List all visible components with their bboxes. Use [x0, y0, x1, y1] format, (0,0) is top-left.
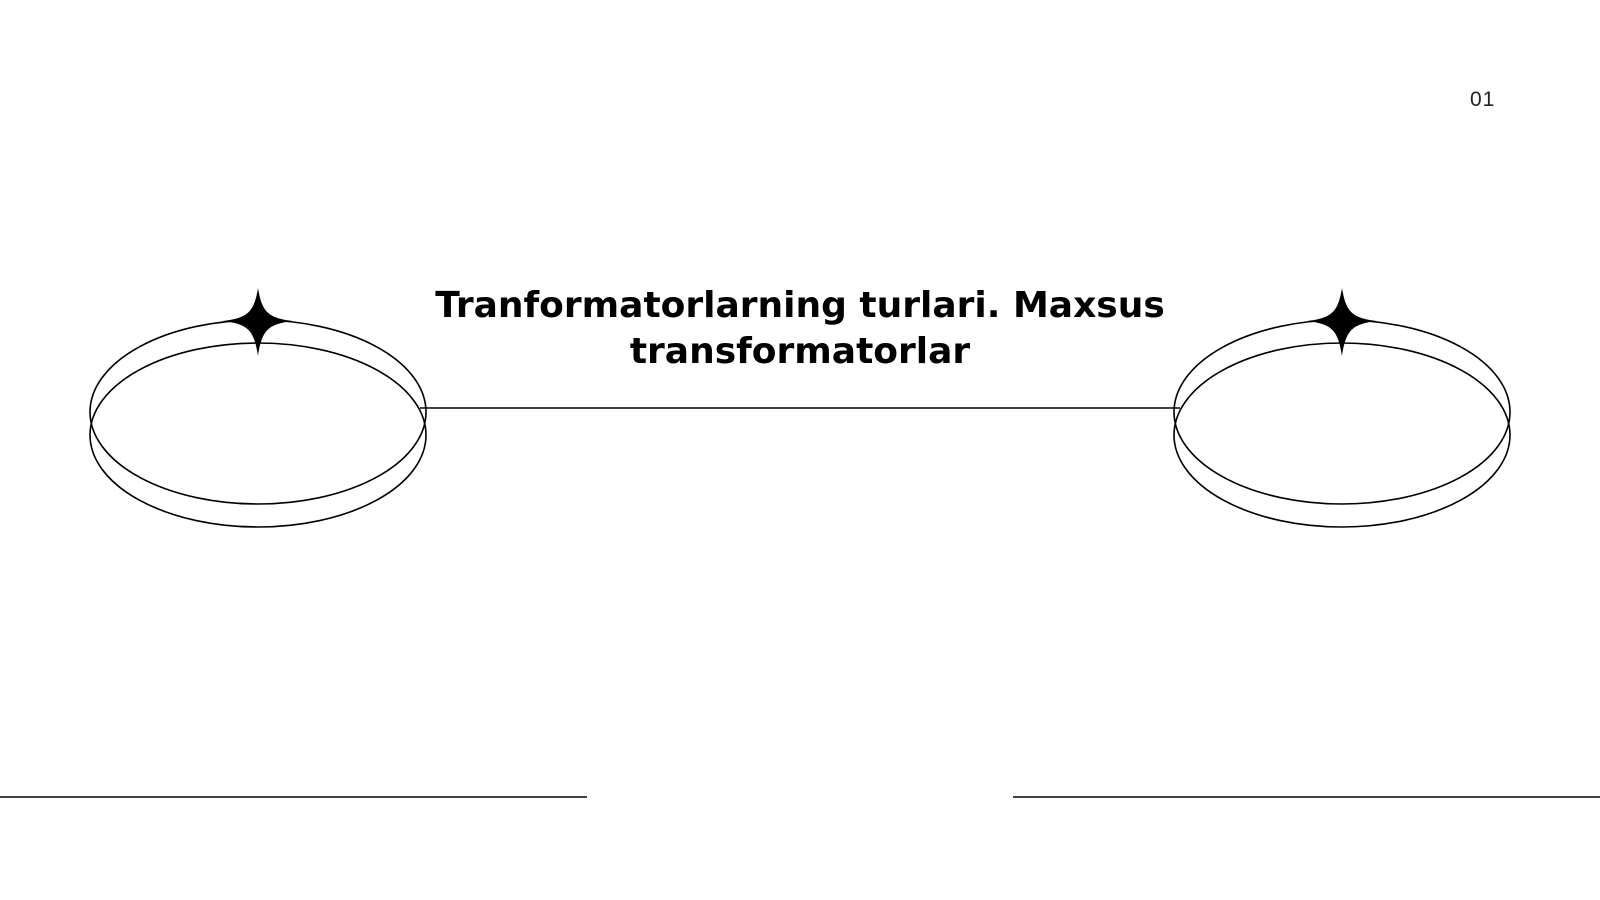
right-ring-emblem	[1173, 288, 1511, 528]
right-ring-inner	[1173, 342, 1511, 528]
left-ring-inner	[89, 342, 427, 528]
slide-title: Tranformatorlarning turlari. Maxsus tran…	[435, 285, 1165, 372]
left-ring-emblem	[89, 288, 427, 528]
left-star-icon	[223, 288, 293, 356]
page-number: 01	[1470, 88, 1496, 111]
right-star-icon	[1307, 288, 1377, 356]
